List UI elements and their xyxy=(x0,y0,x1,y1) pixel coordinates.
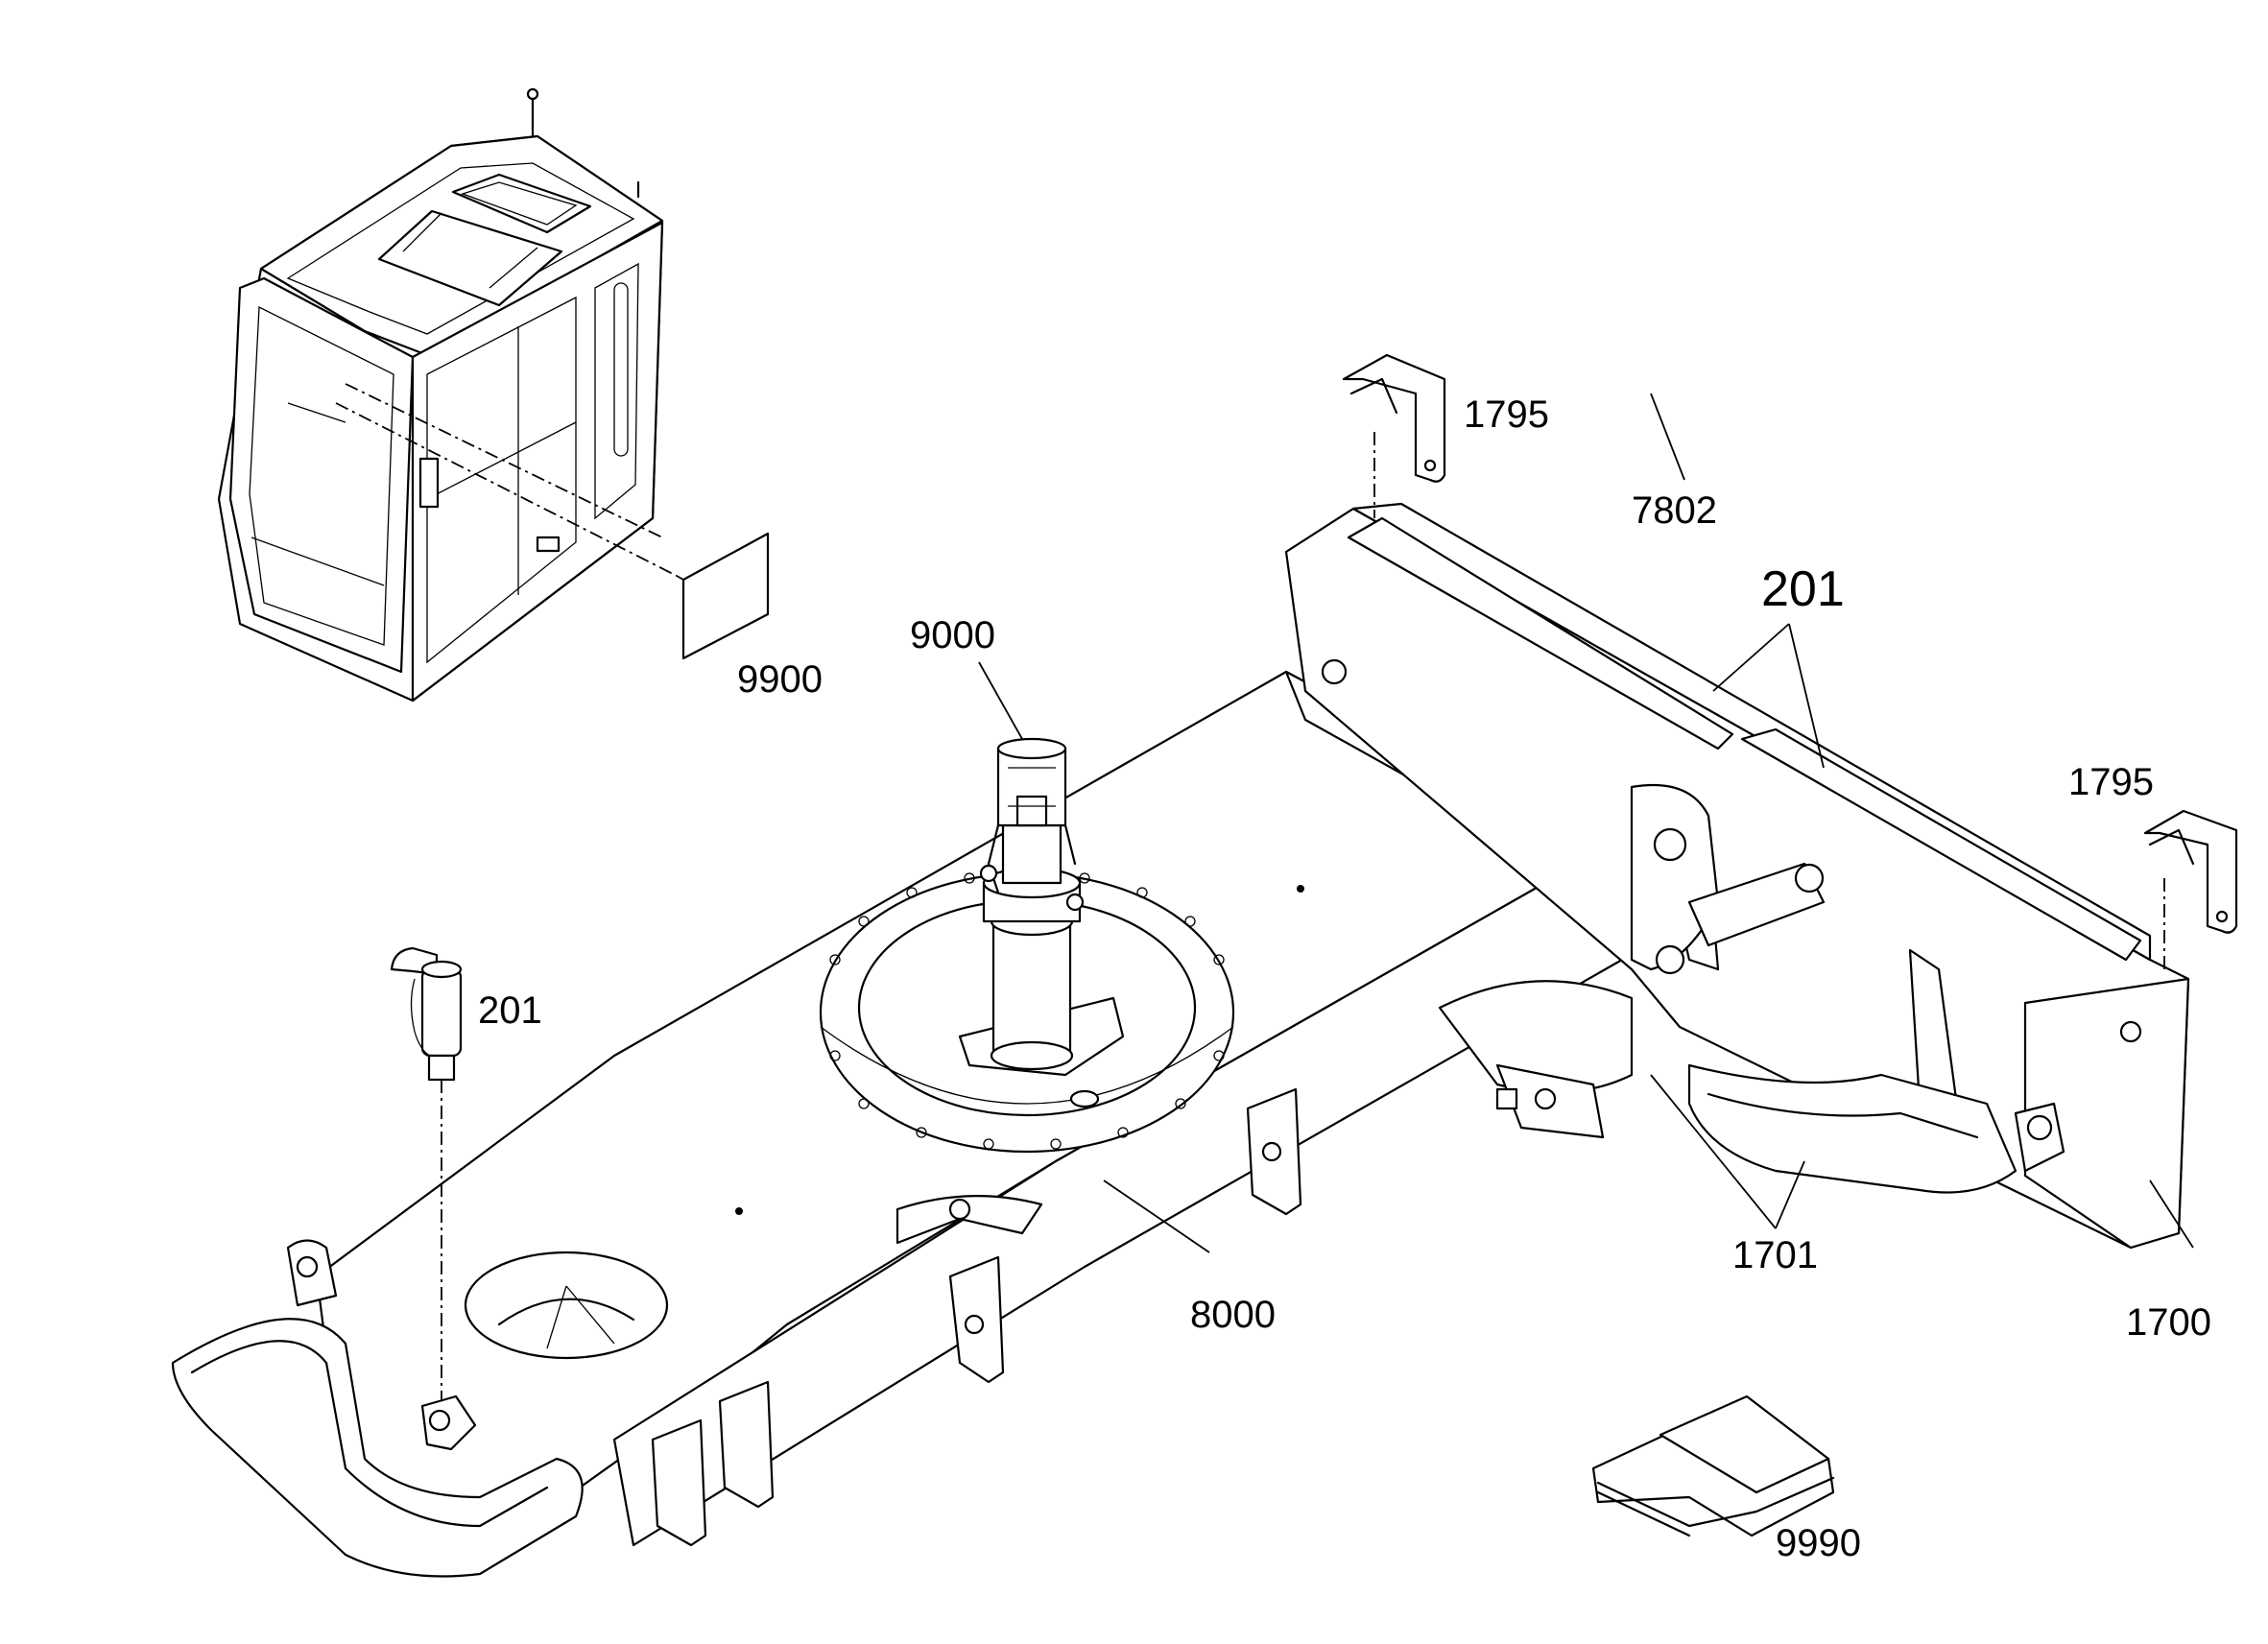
loose-pin xyxy=(390,946,477,1451)
label-1795-top: 1795 xyxy=(1464,393,1549,436)
label-201-blade: 201 xyxy=(1761,561,1845,617)
label-1701: 1701 xyxy=(1732,1234,1818,1276)
manual xyxy=(1591,1394,1835,1537)
label-201-loose: 201 xyxy=(478,989,542,1032)
label-9900: 9900 xyxy=(737,658,823,701)
bracket-right xyxy=(2143,809,2238,969)
label-9990: 9990 xyxy=(1776,1522,1861,1564)
label-9000: 9000 xyxy=(910,614,995,656)
cab-decal xyxy=(676,532,770,660)
label-8000: 8000 xyxy=(1190,1294,1276,1336)
label-1795-right: 1795 xyxy=(2068,761,2154,803)
label-7802: 7802 xyxy=(1632,489,1717,532)
dozer-blade xyxy=(1284,393,2194,1250)
operator-cab xyxy=(217,87,678,703)
swivel-joint xyxy=(958,661,1125,1077)
label-1700: 1700 xyxy=(2126,1301,2211,1344)
bracket-top xyxy=(1342,353,1446,518)
